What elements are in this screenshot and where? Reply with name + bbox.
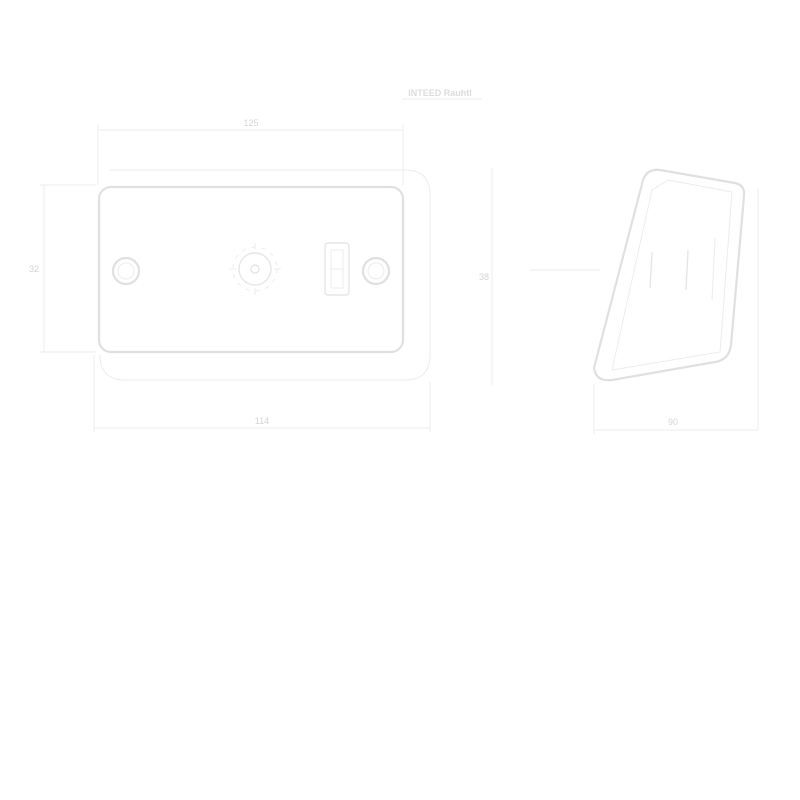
side-view: 38 90 xyxy=(479,168,759,434)
front-plate-back-outline xyxy=(99,169,431,381)
side-detail-slot-3 xyxy=(711,237,716,301)
front-dim-left-label: 32 xyxy=(29,264,39,274)
side-plate-outer xyxy=(592,168,746,382)
side-dim-bottom-label: 90 xyxy=(668,417,678,427)
rocker-switch-icon xyxy=(324,242,350,296)
front-dim-bottom-label: 114 xyxy=(255,416,269,426)
left-socket-inner-icon xyxy=(117,262,135,280)
front-dim-top-label: 125 xyxy=(243,118,258,128)
side-detail-slot-1 xyxy=(649,251,653,289)
side-plate-inner xyxy=(611,179,733,371)
right-socket-ring-icon xyxy=(361,256,391,286)
front-view: 125 32 xyxy=(29,118,431,432)
left-socket-ring-icon xyxy=(111,256,141,286)
right-socket-inner-icon xyxy=(367,262,385,280)
brand-label: INTEED Rauhtl xyxy=(408,88,472,98)
side-dim-left-label: 38 xyxy=(479,272,489,282)
center-knob-icon xyxy=(229,243,281,295)
side-detail-slot-2 xyxy=(685,249,689,291)
front-plate xyxy=(97,185,405,354)
